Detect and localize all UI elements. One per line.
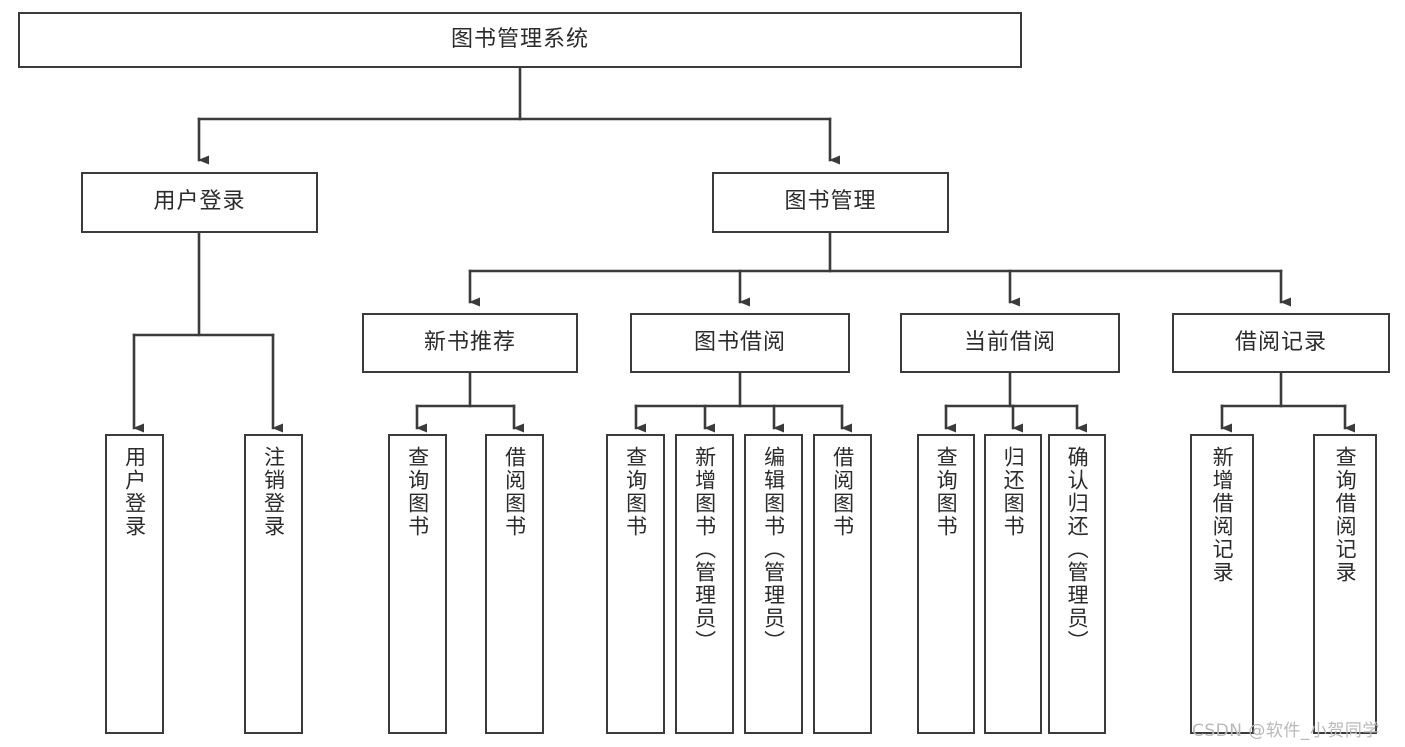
leaf-query-book-current[interactable]: 查询图书 xyxy=(917,434,975,734)
leaf-add-book-admin[interactable]: 新增图书（管理员） xyxy=(675,434,734,734)
node-new-book-recommend-label: 新书推荐 xyxy=(423,329,516,355)
node-user-login[interactable]: 用户登录 xyxy=(81,172,318,233)
leaf-confirm-return-admin[interactable]: 确认归还（管理员） xyxy=(1048,434,1106,734)
node-current-borrow-label: 当前借阅 xyxy=(963,329,1056,355)
csdn-watermark: CSDN @软件_小贺同学 xyxy=(1192,721,1380,741)
leaf-add-book-admin-label: 新增图书（管理员） xyxy=(692,446,717,653)
node-borrow-records[interactable]: 借阅记录 xyxy=(1172,313,1390,373)
node-book-management[interactable]: 图书管理 xyxy=(712,172,949,233)
leaf-edit-book-admin-label: 编辑图书（管理员） xyxy=(761,446,786,653)
node-root-label: 图书管理系统 xyxy=(450,26,589,52)
leaf-confirm-return-admin-label: 确认归还（管理员） xyxy=(1065,446,1090,653)
leaf-query-borrow-record-label: 查询借阅记录 xyxy=(1333,446,1358,584)
leaf-edit-book-admin[interactable]: 编辑图书（管理员） xyxy=(744,434,803,734)
leaf-borrow-book-label: 借阅图书 xyxy=(830,446,855,538)
leaf-return-book-label: 归还图书 xyxy=(1001,446,1026,538)
leaf-user-login-label: 用户登录 xyxy=(122,446,147,538)
leaf-add-borrow-record[interactable]: 新增借阅记录 xyxy=(1190,434,1254,734)
node-book-borrow-label: 图书借阅 xyxy=(693,329,786,355)
node-book-management-label: 图书管理 xyxy=(784,189,877,215)
leaf-logout[interactable]: 注销登录 xyxy=(244,434,303,734)
node-borrow-records-label: 借阅记录 xyxy=(1234,329,1327,355)
leaf-logout-label: 注销登录 xyxy=(261,446,286,538)
leaf-borrow-book[interactable]: 借阅图书 xyxy=(813,434,872,734)
leaf-return-book[interactable]: 归还图书 xyxy=(984,434,1042,734)
leaf-query-book-newbook[interactable]: 查询图书 xyxy=(388,434,447,734)
leaf-query-book-borrow[interactable]: 查询图书 xyxy=(606,434,665,734)
leaf-borrow-book-newbook-label: 借阅图书 xyxy=(502,446,527,538)
node-current-borrow[interactable]: 当前借阅 xyxy=(900,313,1120,373)
leaf-add-borrow-record-label: 新增借阅记录 xyxy=(1210,446,1235,584)
leaf-user-login[interactable]: 用户登录 xyxy=(105,434,164,734)
leaf-query-borrow-record[interactable]: 查询借阅记录 xyxy=(1313,434,1377,734)
leaf-query-book-current-label: 查询图书 xyxy=(934,446,959,538)
node-new-book-recommend[interactable]: 新书推荐 xyxy=(362,313,578,373)
node-root[interactable]: 图书管理系统 xyxy=(18,12,1022,68)
leaf-query-book-borrow-label: 查询图书 xyxy=(623,446,648,538)
node-book-borrow[interactable]: 图书借阅 xyxy=(630,313,850,373)
leaf-borrow-book-newbook[interactable]: 借阅图书 xyxy=(485,434,544,734)
node-user-login-label: 用户登录 xyxy=(153,189,246,215)
leaf-query-book-newbook-label: 查询图书 xyxy=(405,446,430,538)
